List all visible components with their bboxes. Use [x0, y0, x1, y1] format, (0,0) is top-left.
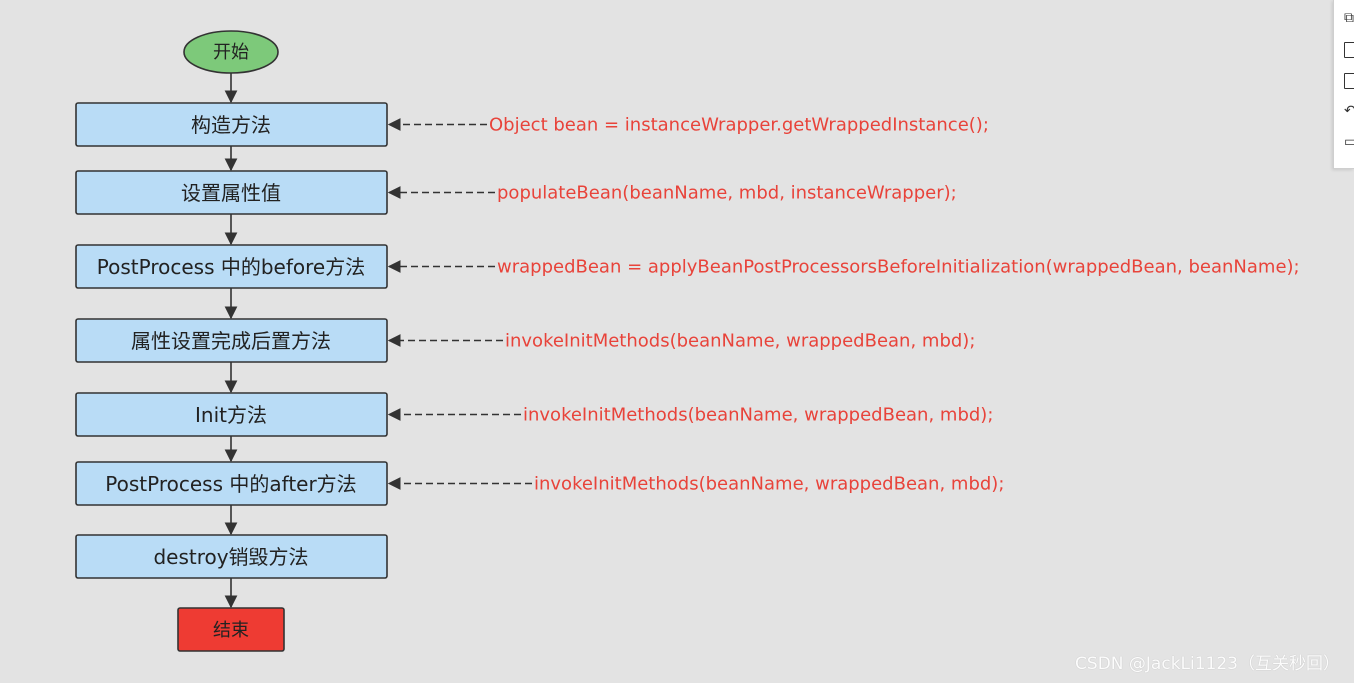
- code-label: Object bean = instanceWrapper.getWrapped…: [489, 115, 989, 136]
- step-node[interactable]: Init方法: [75, 392, 388, 437]
- frame-icon[interactable]: [1344, 42, 1354, 58]
- step-box: [75, 318, 388, 363]
- step-node[interactable]: 设置属性值: [75, 170, 388, 215]
- step-box: [75, 461, 388, 506]
- blank-page-icon[interactable]: [1344, 73, 1354, 89]
- step-box: [75, 244, 388, 289]
- start-node[interactable]: 开始: [183, 30, 279, 74]
- side-toolbar: ⧉ ↶ ▭: [1333, 0, 1354, 169]
- step-node[interactable]: 属性设置完成后置方法: [75, 318, 388, 363]
- step-label: Init方法: [195, 403, 267, 427]
- code-label: populateBean(beanName, mbd, instanceWrap…: [497, 183, 957, 204]
- code-label: wrappedBean = applyBeanPostProcessorsBef…: [497, 257, 1300, 278]
- end-label: 结束: [213, 620, 249, 641]
- step-box: [75, 170, 388, 215]
- start-label: 开始: [213, 42, 249, 63]
- copy-icon[interactable]: ⧉: [1344, 10, 1354, 26]
- undo-icon[interactable]: ↶: [1344, 103, 1354, 119]
- step-box: [75, 392, 388, 437]
- step-box: [75, 102, 388, 147]
- step-box: [75, 534, 388, 579]
- step-label: 属性设置完成后置方法: [131, 329, 331, 353]
- code-links: [387, 118, 532, 490]
- comment-icon[interactable]: ▭: [1344, 134, 1354, 150]
- start-ellipse: [183, 30, 279, 74]
- step-node[interactable]: PostProcess 中的after方法: [75, 461, 388, 506]
- step-node[interactable]: 构造方法: [75, 102, 388, 147]
- watermark: CSDN @JackLi1123（互关秒回）: [1075, 654, 1340, 674]
- step-node[interactable]: PostProcess 中的before方法: [75, 244, 388, 289]
- step-label: PostProcess 中的after方法: [105, 472, 356, 496]
- step-label: destroy销毁方法: [153, 545, 308, 569]
- step-node[interactable]: destroy销毁方法: [75, 534, 388, 579]
- step-label: 设置属性值: [181, 181, 281, 205]
- code-label: invokeInitMethods(beanName, wrappedBean,…: [534, 474, 1004, 495]
- code-label: invokeInitMethods(beanName, wrappedBean,…: [523, 405, 993, 426]
- end-node[interactable]: 结束: [177, 607, 285, 652]
- end-rect: [177, 607, 285, 652]
- code-labels: Object bean = instanceWrapper.getWrapped…: [489, 115, 1300, 495]
- step-label: 构造方法: [191, 113, 271, 137]
- step-label: PostProcess 中的before方法: [97, 255, 365, 279]
- code-label: invokeInitMethods(beanName, wrappedBean,…: [505, 331, 975, 352]
